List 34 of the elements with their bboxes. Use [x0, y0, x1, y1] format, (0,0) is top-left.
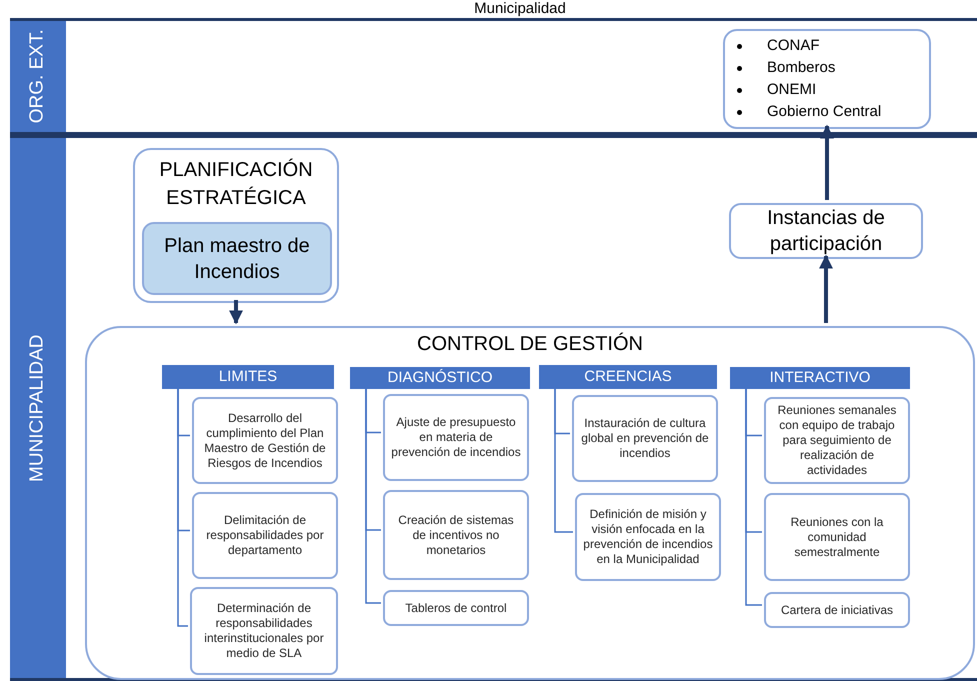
swimlane [10, 18, 977, 135]
organization-name: Bomberos [767, 58, 836, 78]
action-box: Determinación de responsabilidades interinstitucionales por medio de SLA [190, 587, 338, 675]
organization-list-box [723, 29, 931, 129]
organization-name: CONAF [767, 36, 820, 56]
action-box: Definición de misión y visión enfocada en la prevención de incendios en la Municipalidad [575, 493, 721, 581]
action-box: Reuniones con la comunidad semestralmente [764, 493, 910, 581]
category-header: DIAGNÓSTICO [350, 367, 530, 389]
action-box: Creación de sistemas de incentivos no monetarios [383, 490, 529, 580]
swimlane [10, 135, 977, 681]
action-box: Ajuste de presupuesto en materia de prevención de incendios [383, 394, 529, 481]
arrow [819, 254, 833, 323]
planning-group-box [133, 148, 339, 303]
action-box: Reuniones semanales con equipo de trabajo para seguimiento de realización de actividades [764, 397, 910, 484]
arrow [820, 124, 834, 200]
organization-name: ONEMI [767, 80, 816, 100]
category-header: LIMITES [162, 365, 334, 389]
action-box: Desarrollo del cumplimiento del Plan Maestro de Gestión de Riesgos de Incendios [192, 397, 338, 484]
plan-box: Plan maestro de Incendios [142, 222, 332, 295]
action-box: Delimitación de responsabilidades por departamento [192, 492, 338, 579]
participation-box: Instancias de participación [729, 203, 923, 259]
control-container [85, 326, 975, 680]
action-box: Tableros de control [383, 590, 529, 626]
lane-label: MUNICIPALIDAD [26, 334, 49, 482]
action-box: Cartera de iniciativas [764, 592, 910, 628]
lane-label: ORG. EXT. [26, 30, 49, 124]
category-header: INTERACTIVO [730, 367, 910, 389]
container-title: CONTROL DE GESTIÓN [416, 332, 644, 357]
arrow [229, 300, 243, 324]
group-title: PLANIFICACIÓN ESTRATÉGICA [158, 158, 314, 211]
organization-name: Gobierno Central [767, 102, 882, 122]
action-box: Instauración de cultura global en prevención de incendios [572, 395, 718, 482]
category-header: CREENCIAS [539, 365, 717, 389]
diagram-title: Municipalidad [473, 0, 567, 17]
